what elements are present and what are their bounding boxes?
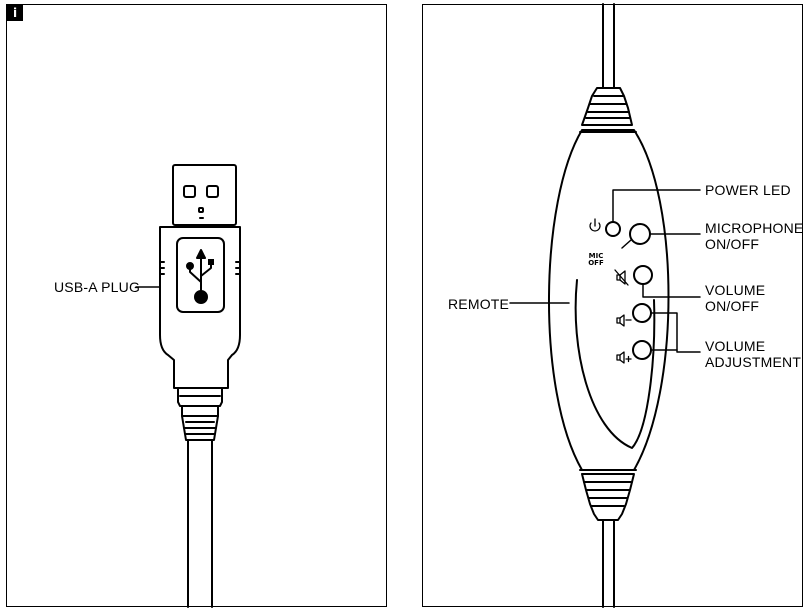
- usb-icon-base: [194, 290, 208, 304]
- power-icon: [589, 218, 601, 232]
- usb-plug: [159, 164, 241, 608]
- volume-onoff-label-line-1: VOLUME: [705, 282, 766, 298]
- mic-off-label: MIC OFF: [588, 253, 604, 267]
- volume-down-button[interactable]: [632, 303, 652, 323]
- mic-off-line-1: MIC: [588, 252, 604, 260]
- usb-plug-panel: i: [6, 4, 387, 607]
- power-led: [605, 221, 621, 237]
- leader-lines: [509, 189, 701, 353]
- speaker-plus-icon: [616, 351, 632, 364]
- usb-icon-square: [208, 259, 214, 265]
- volume-adjustment-label-line-2: ADJUSTMENT: [705, 354, 802, 370]
- remote-body: [548, 3, 670, 608]
- mic-mute-button[interactable]: [629, 223, 651, 245]
- volume-onoff-label-line-2: ON/OFF: [705, 298, 760, 314]
- mic-off-line-2: OFF: [588, 259, 604, 267]
- volume-adjustment-label-line-1: VOLUME: [705, 338, 766, 354]
- speaker-minus-icon: [616, 314, 632, 327]
- volume-onoff-label: VOLUME ON/OFF: [705, 282, 765, 314]
- volume-adjustment-label: VOLUME ADJUSTMENT: [705, 338, 801, 370]
- usb-plug-label: USB-A PLUG: [54, 279, 141, 295]
- usb-icon: [189, 249, 212, 296]
- speaker-mute-icon: [614, 269, 629, 286]
- info-icon: i: [7, 5, 23, 21]
- usb-icon-dot: [186, 262, 194, 270]
- power-led-label: POWER LED: [705, 182, 791, 198]
- microphone-label-line-1: MICROPHONE: [705, 220, 804, 236]
- remote-label: REMOTE: [448, 296, 510, 312]
- microphone-label-line-2: ON/OFF: [705, 236, 760, 252]
- volume-up-button[interactable]: [632, 340, 652, 360]
- microphone-label: MICROPHONE ON/OFF: [705, 220, 803, 252]
- volume-mute-button[interactable]: [633, 265, 653, 285]
